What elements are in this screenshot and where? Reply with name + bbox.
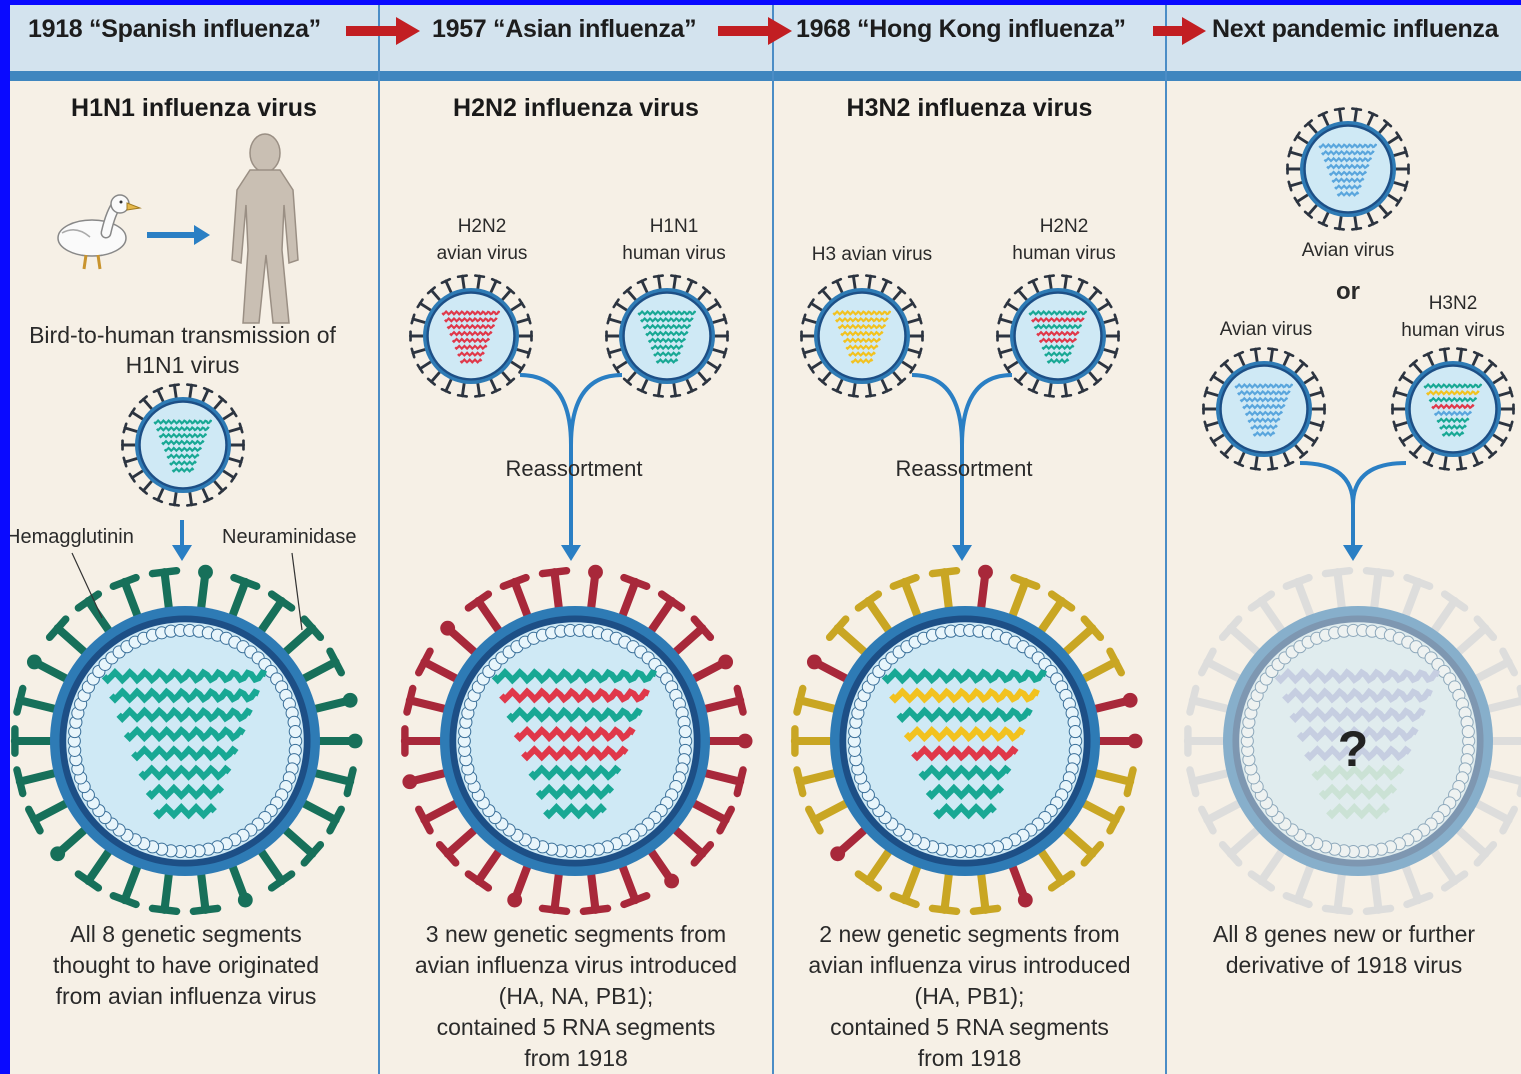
top-virus-label: Avian virus xyxy=(1288,237,1408,264)
figure-canvas: 1918 “Spanish influenza” 1957 “Asian inf… xyxy=(10,5,1521,1074)
caption-line: from 1918 xyxy=(380,1043,772,1074)
duck-icon xyxy=(58,195,140,269)
caption-line: 3 new genetic segments from xyxy=(380,919,772,950)
caption-line: from avian influenza virus xyxy=(10,981,362,1012)
caption-line: from 1918 xyxy=(774,1043,1165,1074)
merge-arrow-icon xyxy=(1300,463,1406,561)
parent-b-line: H1N1 xyxy=(610,213,738,240)
timeline-arrow-icon xyxy=(718,17,792,45)
human-silhouette-icon xyxy=(232,134,298,323)
or-label: or xyxy=(1318,278,1378,306)
caption-line: avian influenza virus introduced xyxy=(380,950,772,981)
reassortment-label: Reassortment xyxy=(480,456,668,482)
parent-a-label: H3 avian virus xyxy=(798,241,946,268)
caption-line: (HA, PB1); xyxy=(774,981,1165,1012)
timeline-arrow-icon xyxy=(1153,17,1206,45)
caption-line: contained 5 RNA segments xyxy=(380,1012,772,1043)
panel-title-h2n2: H2N2 influenza virus xyxy=(380,94,772,123)
panel-title-h1n1: H1N1 influenza virus xyxy=(10,94,378,123)
caption-h2n2: 3 new genetic segments from avian influe… xyxy=(380,919,772,1074)
transmission-label-text: Bird-to-human transmission of H1N1 virus xyxy=(23,320,343,380)
parent-a-line: avian virus xyxy=(422,240,542,267)
transmission-arrow-icon xyxy=(147,225,210,245)
virus-icon xyxy=(795,565,1143,912)
parent-b-line: human virus xyxy=(610,240,738,267)
parent-b-line: human virus xyxy=(1000,240,1128,267)
transmission-label: Bird-to-human transmission of H1N1 virus xyxy=(10,320,355,380)
caption-line: contained 5 RNA segments xyxy=(774,1012,1165,1043)
caption-next: All 8 genes new or further derivative of… xyxy=(1167,919,1521,981)
caption-line: 2 new genetic segments from xyxy=(774,919,1165,950)
parent-b-label: H1N1 human virus xyxy=(610,213,738,267)
virus-icon xyxy=(607,276,728,397)
unknown-question-mark: ? xyxy=(1328,720,1378,778)
virus-icon xyxy=(1204,349,1325,470)
caption-h1n1: All 8 genetic segments thought to have o… xyxy=(10,919,362,1012)
parent-b-label: H3N2 human virus xyxy=(1390,290,1516,344)
parent-a-line: H2N2 xyxy=(422,213,542,240)
parent-a-line: H3 avian virus xyxy=(798,241,946,268)
virus-icon xyxy=(402,565,752,912)
parent-b-line: human virus xyxy=(1390,317,1516,344)
caption-h3n2: 2 new genetic segments from avian influe… xyxy=(774,919,1165,1074)
hemagglutinin-label: Hemagglutinin xyxy=(10,524,134,551)
caption-line: All 8 genetic segments xyxy=(10,919,362,950)
parent-a-label: H2N2 avian virus xyxy=(422,213,542,267)
virus-icon xyxy=(998,276,1119,397)
parent-a-label: Avian virus xyxy=(1206,316,1326,343)
caption-line: avian influenza virus introduced xyxy=(774,950,1165,981)
caption-line: thought to have originated xyxy=(10,950,362,981)
timeline-arrow-icon xyxy=(346,17,420,45)
caption-line: (HA, NA, PB1); xyxy=(380,981,772,1012)
reassortment-label: Reassortment xyxy=(870,456,1058,482)
down-arrow-icon xyxy=(172,520,192,561)
parent-b-line: H3N2 xyxy=(1390,290,1516,317)
neuraminidase-label: Neuraminidase xyxy=(222,524,357,551)
caption-line: All 8 genes new or further xyxy=(1167,919,1521,950)
panel-title-h3n2: H3N2 influenza virus xyxy=(774,94,1165,123)
virus-icon xyxy=(411,276,532,397)
parent-b-label: H2N2 human virus xyxy=(1000,213,1128,267)
caption-line: derivative of 1918 virus xyxy=(1167,950,1521,981)
virus-icon xyxy=(123,385,244,506)
parent-b-line: H2N2 xyxy=(1000,213,1128,240)
parent-a-line: Avian virus xyxy=(1206,316,1326,343)
virus-icon xyxy=(1288,109,1409,230)
virus-icon xyxy=(802,276,923,397)
virus-icon xyxy=(15,565,363,912)
virus-icon xyxy=(1393,349,1514,470)
